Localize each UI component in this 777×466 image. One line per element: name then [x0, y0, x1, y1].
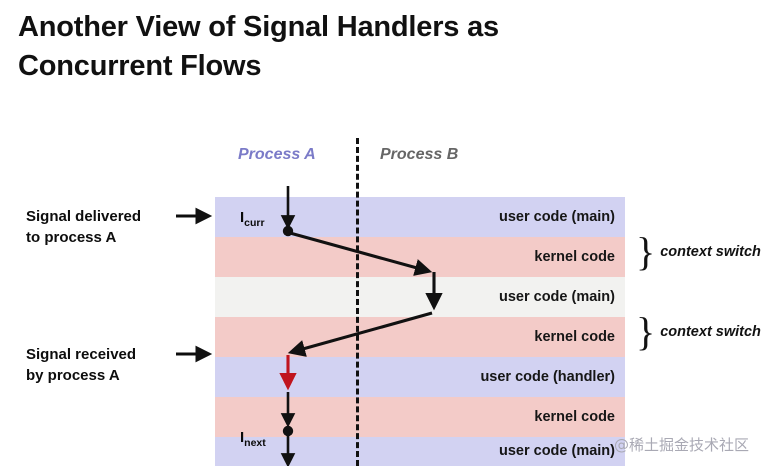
curly-brace-icon: }	[636, 309, 656, 354]
annotation-line: by process A	[26, 367, 120, 385]
band-label: user code (handler)	[480, 368, 615, 385]
title-line-1: Another View of Signal Handlers as	[18, 11, 499, 43]
annotation-signal-delivered: Signal delivered to process A	[26, 206, 141, 249]
instruction-symbol: I	[240, 209, 245, 226]
context-switch-label: context switch	[660, 324, 761, 340]
band-label: user code (main)	[498, 208, 615, 225]
band-user-code-main-1: user code (main)	[215, 197, 625, 237]
band-kernel-code-3: kernel code	[215, 397, 625, 437]
band-label: kernel code	[534, 248, 615, 265]
process-b-header: Process B	[380, 146, 459, 163]
title-line-2: Concurrent Flows	[18, 49, 262, 82]
band-label: kernel code	[534, 328, 615, 345]
band-user-code-main-3: user code (main)	[215, 437, 625, 466]
instruction-subscript: curr	[244, 217, 265, 229]
page-title: Another View of Signal Handlers as Concu…	[18, 8, 658, 85]
instruction-label-inext: Inext	[240, 429, 266, 449]
instruction-label-icurr: Icurr	[240, 209, 265, 229]
band-kernel-code-2: kernel code	[215, 317, 625, 357]
curly-brace-icon: }	[636, 229, 656, 274]
band-user-code-handler: user code (handler)	[215, 357, 625, 397]
band-user-code-main-2: user code (main)	[215, 277, 625, 317]
annotation-signal-received: Signal received by process A	[26, 344, 136, 387]
instruction-subscript: next	[244, 437, 266, 449]
band-label: user code (main)	[498, 443, 615, 459]
band-kernel-code-1: kernel code	[215, 237, 625, 277]
annotation-line: Signal delivered	[26, 208, 142, 225]
process-a-header: Process A	[238, 146, 316, 163]
watermark: @稀土掘金技术社区	[614, 436, 750, 454]
context-switch-2: } context switch	[636, 309, 761, 354]
process-divider-dashed-line	[356, 138, 359, 466]
annotation-line: Signal received	[26, 346, 137, 363]
band-label: kernel code	[534, 408, 615, 425]
context-switch-1: } context switch	[636, 229, 761, 274]
context-switch-label: context switch	[660, 244, 761, 260]
band-label: user code (main)	[498, 288, 615, 305]
annotation-line: to process A	[26, 229, 117, 247]
instruction-symbol: I	[240, 429, 245, 446]
